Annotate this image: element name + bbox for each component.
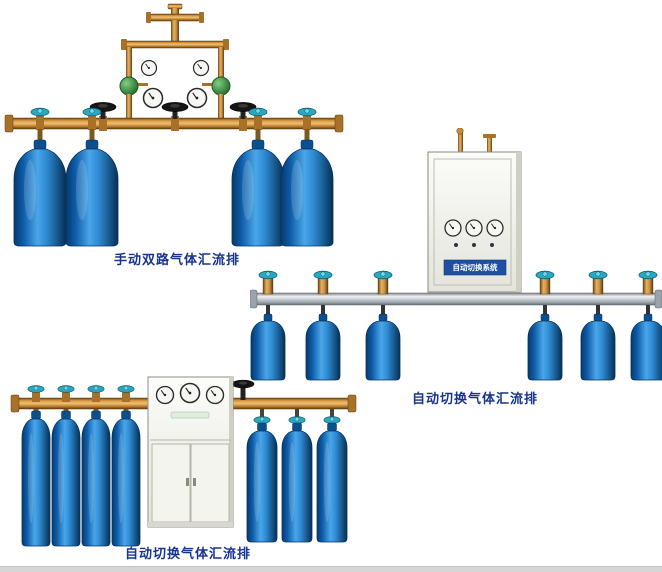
pressure-gauge bbox=[179, 382, 201, 404]
cylinder-station bbox=[13, 107, 67, 247]
caption-auto-switch-bottom: 自动切换气体汇流排 bbox=[124, 546, 251, 561]
cylinder-station bbox=[305, 270, 341, 381]
regulator-knob bbox=[211, 76, 231, 96]
cabinet-nameplate bbox=[170, 411, 210, 419]
cylinder-station bbox=[51, 385, 81, 547]
teal-handwheel bbox=[57, 385, 75, 393]
teal-handwheel bbox=[253, 416, 271, 424]
cylinder-station bbox=[250, 270, 286, 381]
teal-handwheel bbox=[87, 385, 105, 393]
teal-handwheel bbox=[313, 270, 333, 280]
pressure-gauge bbox=[140, 59, 158, 77]
shutoff-valve bbox=[231, 379, 255, 400]
teal-handwheel bbox=[588, 270, 608, 280]
teal-handwheel bbox=[638, 270, 658, 280]
cylinder-station bbox=[630, 270, 662, 381]
teal-handwheel bbox=[117, 385, 135, 393]
auto-switch-manifold-illustration-2 bbox=[10, 376, 357, 547]
left-regulator bbox=[119, 59, 164, 119]
cylinder-station bbox=[111, 385, 141, 547]
pressure-gauge bbox=[205, 385, 225, 405]
auto-switch-manifold-illustration: 自动切换系统 bbox=[250, 128, 662, 381]
teal-handwheel bbox=[323, 416, 341, 424]
cylinder-station bbox=[280, 107, 334, 247]
door-handle bbox=[186, 478, 189, 486]
pressure-gauge bbox=[486, 219, 504, 237]
gas-cylinder bbox=[365, 313, 401, 381]
teal-handwheel bbox=[27, 385, 45, 393]
pressure-gauge bbox=[155, 385, 175, 405]
teal-handwheel bbox=[297, 107, 317, 117]
header-pipe bbox=[250, 289, 662, 309]
pressure-gauge bbox=[142, 87, 164, 109]
teal-handwheel bbox=[82, 107, 102, 117]
black-handwheel bbox=[161, 101, 189, 113]
control-cabinet bbox=[147, 376, 234, 528]
cylinder-station bbox=[65, 107, 119, 247]
gas-cylinder bbox=[81, 410, 111, 547]
cabinet-label-plate bbox=[443, 259, 507, 276]
gas-cylinder bbox=[111, 410, 141, 547]
cylinder-station bbox=[580, 270, 616, 381]
caption-manual-dual-manifold: 手动双路气体汇流排 bbox=[113, 252, 240, 267]
gas-cylinder bbox=[51, 410, 81, 547]
gas-cylinder bbox=[580, 313, 616, 381]
shutoff-valve bbox=[161, 101, 189, 119]
gas-cylinder bbox=[281, 422, 313, 543]
gas-cylinder bbox=[316, 422, 348, 543]
cabinet-door bbox=[190, 443, 230, 523]
shutoff-valve bbox=[89, 101, 117, 119]
inlet-pipework bbox=[121, 3, 229, 72]
cylinder-station bbox=[316, 409, 348, 543]
cylinder-station bbox=[231, 107, 285, 247]
gas-cylinder bbox=[246, 422, 278, 543]
shutoff-valve bbox=[229, 101, 257, 119]
bottom-edge-strip bbox=[0, 566, 662, 572]
teal-handwheel bbox=[535, 270, 555, 280]
cylinder-station bbox=[246, 409, 278, 543]
gas-cylinder bbox=[21, 410, 51, 547]
pressure-gauge bbox=[465, 219, 483, 237]
cabinet-door bbox=[151, 443, 191, 523]
regulator-knob bbox=[119, 76, 139, 96]
control-cabinet: 自动切换系统 bbox=[427, 128, 522, 293]
teal-handwheel bbox=[373, 270, 393, 280]
gas-cylinder bbox=[13, 139, 67, 247]
pressure-gauge bbox=[186, 87, 208, 109]
cylinder-station bbox=[21, 385, 51, 547]
teal-handwheel bbox=[258, 270, 278, 280]
cabinet-label-text: 自动切换系统 bbox=[453, 262, 498, 272]
pressure-gauge bbox=[192, 59, 210, 77]
manual-dual-manifold-illustration bbox=[4, 3, 344, 247]
pressure-gauge bbox=[444, 219, 462, 237]
teal-handwheel bbox=[30, 107, 50, 117]
black-handwheel bbox=[231, 379, 255, 389]
gas-cylinder bbox=[630, 313, 662, 381]
cylinder-station bbox=[81, 385, 111, 547]
gas-cylinder bbox=[65, 139, 119, 247]
indicator-light bbox=[472, 243, 476, 247]
teal-handwheel bbox=[248, 107, 268, 117]
indicator-light bbox=[454, 243, 458, 247]
cylinder-station bbox=[365, 270, 401, 381]
gas-cylinder bbox=[527, 313, 563, 381]
door-handle bbox=[193, 478, 196, 486]
teal-handwheel bbox=[288, 416, 306, 424]
caption-auto-switch-right: 自动切换气体汇流排 bbox=[411, 391, 538, 406]
cylinder-station bbox=[527, 270, 563, 381]
right-regulator bbox=[186, 59, 231, 119]
indicator-light bbox=[490, 243, 494, 247]
cylinder-station bbox=[281, 409, 313, 543]
